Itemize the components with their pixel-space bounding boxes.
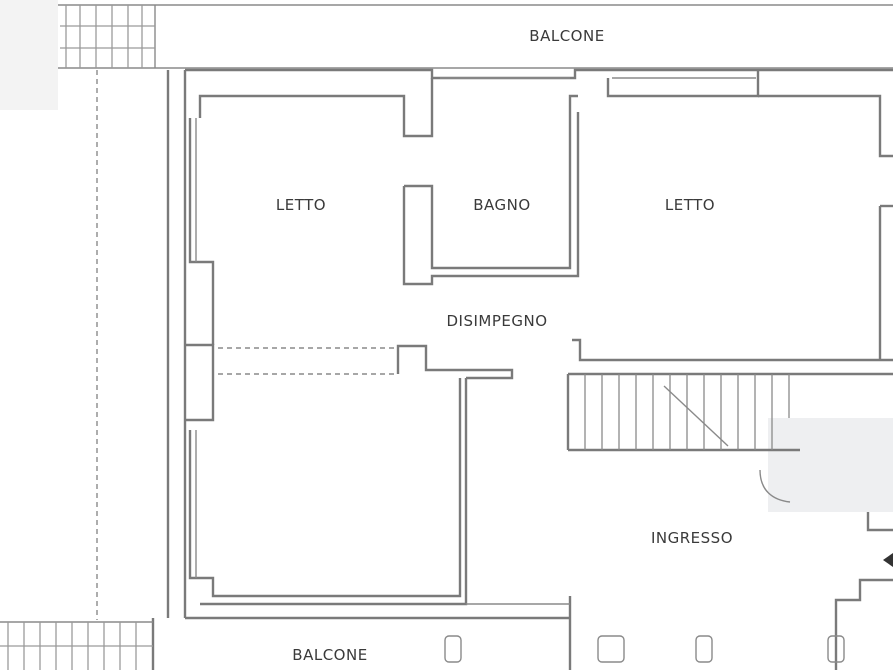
planter-box <box>695 635 713 663</box>
lower-room-walls <box>188 378 570 606</box>
corridor-walls <box>185 343 514 422</box>
balcony-bottom <box>0 621 845 670</box>
label-letto-left: LETTO <box>276 196 326 214</box>
label-balcone-top: BALCONE <box>529 27 604 45</box>
balcony-top <box>58 4 893 69</box>
label-disimpegno: DISIMPEGNO <box>446 312 547 330</box>
bedroom-left-walls <box>188 78 434 345</box>
label-ingresso: INGRESSO <box>651 529 733 547</box>
bedroom-right-walls <box>572 70 893 362</box>
label-bagno: BAGNO <box>473 196 530 214</box>
entrance-details <box>759 469 893 670</box>
blank-overlay-right <box>768 418 893 512</box>
bathroom-walls <box>402 77 580 286</box>
entry-arrow-icon <box>883 553 893 567</box>
blank-overlay-topleft <box>0 0 58 110</box>
left-strip <box>96 70 187 620</box>
planter-box <box>827 635 845 663</box>
label-balcone-bottom: BALCONE <box>292 646 367 664</box>
balcony-top-railing <box>60 5 155 68</box>
planter-box <box>444 635 462 663</box>
staircase <box>566 372 893 452</box>
exterior-walls <box>151 68 893 670</box>
label-letto-right: LETTO <box>665 196 715 214</box>
planter-box <box>597 635 625 663</box>
